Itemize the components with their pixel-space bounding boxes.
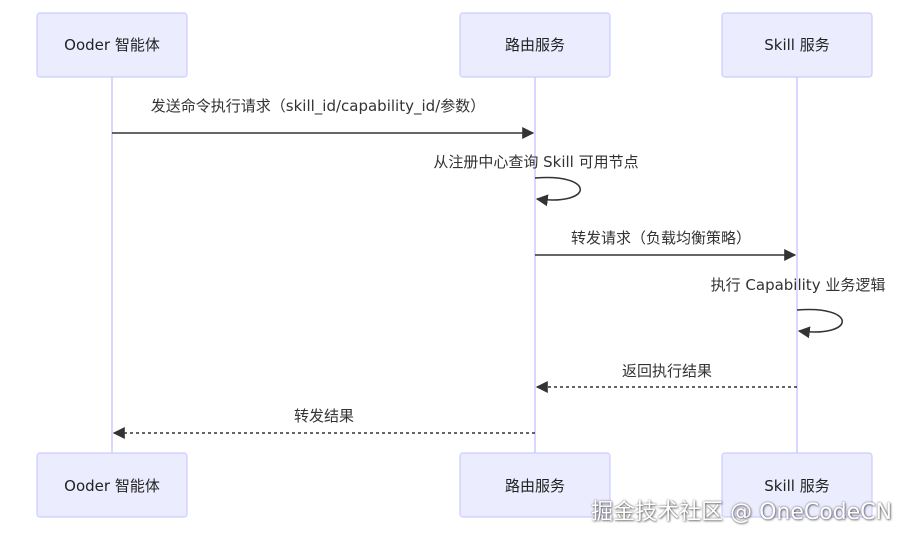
actor-top-skill-service: Skill 服务: [721, 12, 873, 78]
actor-label: Skill 服务: [764, 36, 829, 54]
actor-label: Ooder 智能体: [64, 477, 160, 495]
actor-label: 路由服务: [505, 477, 565, 495]
message-arrow-execute-capability: [796, 308, 843, 339]
actor-label: Ooder 智能体: [64, 36, 160, 54]
actor-bottom-skill-service: Skill 服务: [721, 452, 873, 518]
message-label-return-result: 返回执行结果: [622, 362, 712, 380]
actor-top-ooder-agent: Ooder 智能体: [36, 12, 188, 78]
actor-bottom-ooder-agent: Ooder 智能体: [36, 452, 188, 518]
message-label-query-registry: 从注册中心查询 Skill 可用节点: [433, 153, 638, 171]
message-arrow-query-registry: [534, 176, 581, 207]
message-label-forward-result: 转发结果: [294, 407, 354, 425]
message-label-send-command: 发送命令执行请求（skill_id/capability_id/参数）: [151, 97, 485, 116]
actor-bottom-routing-service: 路由服务: [459, 452, 611, 518]
actor-top-routing-service: 路由服务: [459, 12, 611, 78]
actor-label: Skill 服务: [764, 477, 829, 495]
message-label-forward-request: 转发请求（负载均衡策略）: [571, 229, 751, 247]
watermark: 掘金技术社区 @ OneCodeCN: [591, 500, 892, 525]
actor-label: 路由服务: [505, 36, 565, 54]
message-label-execute-capability: 执行 Capability 业务逻辑: [711, 276, 886, 294]
